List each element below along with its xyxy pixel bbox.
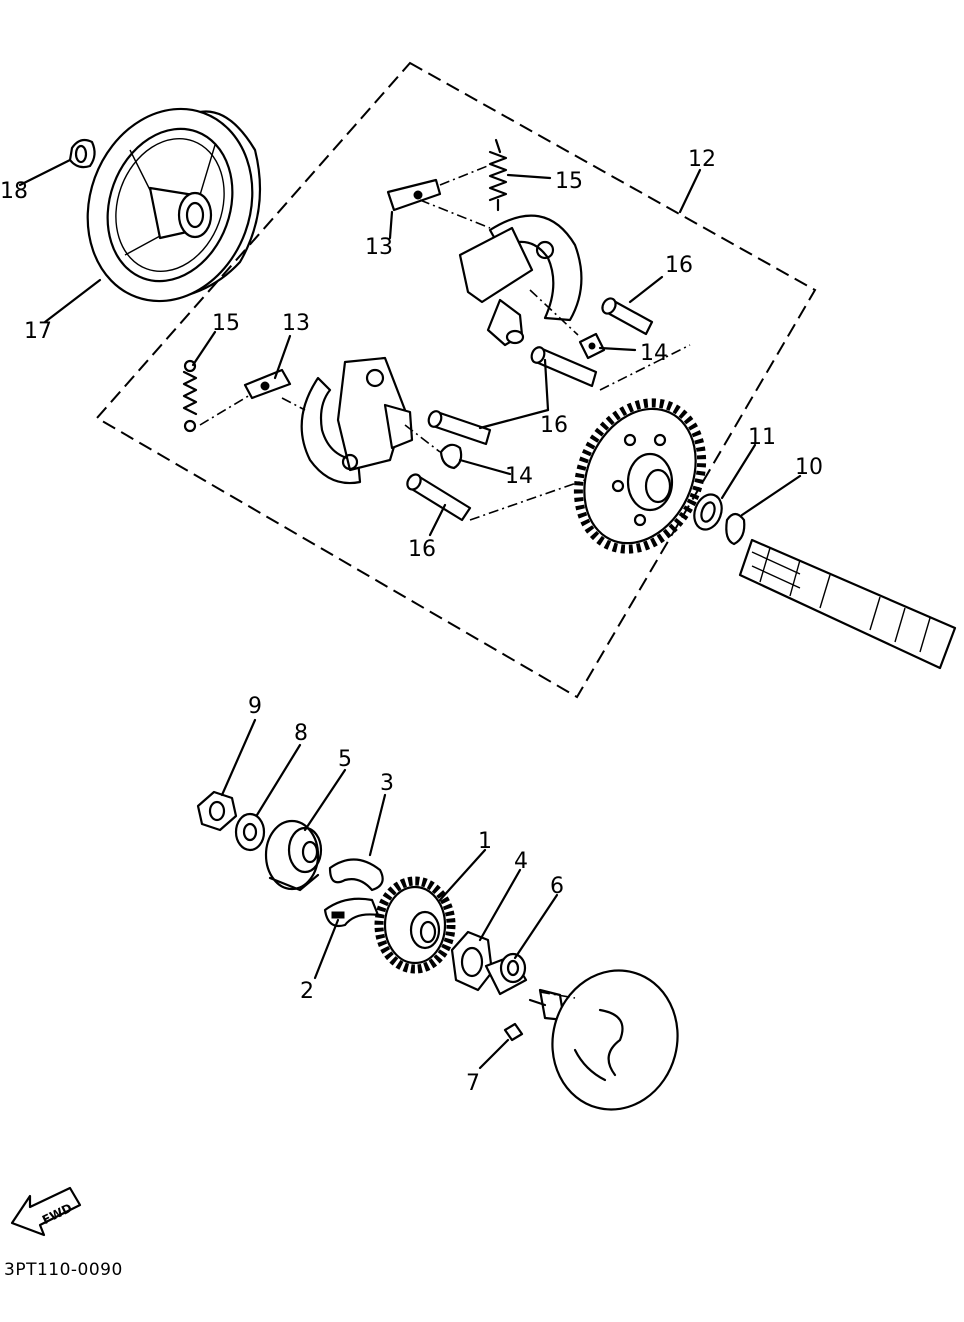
label-13-upper: 13 [365, 235, 393, 260]
washer-14-upper [578, 332, 606, 360]
clutch-carrier-assembly-boundary [95, 61, 817, 699]
label-14-lower: 14 [505, 464, 533, 489]
clutch-carrier-gear [573, 398, 707, 554]
diagram-code: 3PT110-0090 [4, 1260, 123, 1280]
label-17: 17 [24, 319, 52, 344]
key-part-7 [503, 1022, 524, 1042]
part-labels: 18 17 15 13 12 16 14 15 13 16 14 16 11 1… [0, 147, 823, 1096]
circlip-part-10 [725, 512, 746, 546]
label-3: 3 [380, 771, 394, 796]
circlip-part-18 [68, 138, 96, 169]
label-13-left: 13 [282, 311, 310, 336]
nut-part-9 [196, 790, 238, 832]
one-way-clutch-part-2 [323, 897, 380, 928]
label-7: 7 [466, 1071, 480, 1096]
forward-direction-arrow-icon: FWD [10, 1186, 82, 1237]
one-way-clutch-part-3 [328, 858, 384, 892]
washer-part-8 [234, 812, 266, 852]
label-18: 18 [0, 179, 28, 204]
leader-lines [18, 158, 802, 1070]
label-1: 1 [478, 829, 492, 854]
spring-plate-left [243, 368, 292, 400]
spring-plate-upper [386, 178, 442, 212]
clutch-spring-left [182, 359, 198, 433]
primary-drive-disc [528, 969, 679, 1111]
pin-16-middle-left [427, 410, 492, 446]
pin-16-upper [601, 297, 654, 336]
cam-part-5 [264, 819, 323, 892]
label-9: 9 [248, 694, 262, 719]
collar-part-6 [484, 952, 528, 996]
washer-14-lower [439, 443, 463, 470]
label-16-lower: 16 [408, 537, 436, 562]
label-6: 6 [550, 874, 564, 899]
label-4: 4 [514, 849, 528, 874]
label-14-upper: 14 [640, 341, 668, 366]
label-12: 12 [688, 147, 716, 172]
gear-part-1 [374, 876, 456, 974]
washer-part-11 [693, 493, 723, 531]
clutch-housing-drum [86, 107, 262, 303]
secondary-shaft [738, 538, 957, 670]
label-10: 10 [795, 455, 823, 480]
alignment-lines [199, 164, 691, 999]
label-15-upper: 15 [555, 169, 583, 194]
label-16-middle: 16 [540, 413, 568, 438]
label-11: 11 [748, 425, 776, 450]
pin-16-middle-right [530, 346, 598, 388]
clutch-spring-upper [488, 138, 508, 212]
label-5: 5 [338, 747, 352, 772]
clutch-shoe-upper [458, 214, 583, 347]
label-16-upper: 16 [665, 253, 693, 278]
label-8: 8 [294, 721, 308, 746]
plate-part-4 [450, 930, 494, 992]
clutch-shoe-lower [300, 356, 414, 485]
pin-16-lower [406, 473, 472, 522]
label-2: 2 [300, 979, 314, 1004]
label-15-left: 15 [212, 311, 240, 336]
